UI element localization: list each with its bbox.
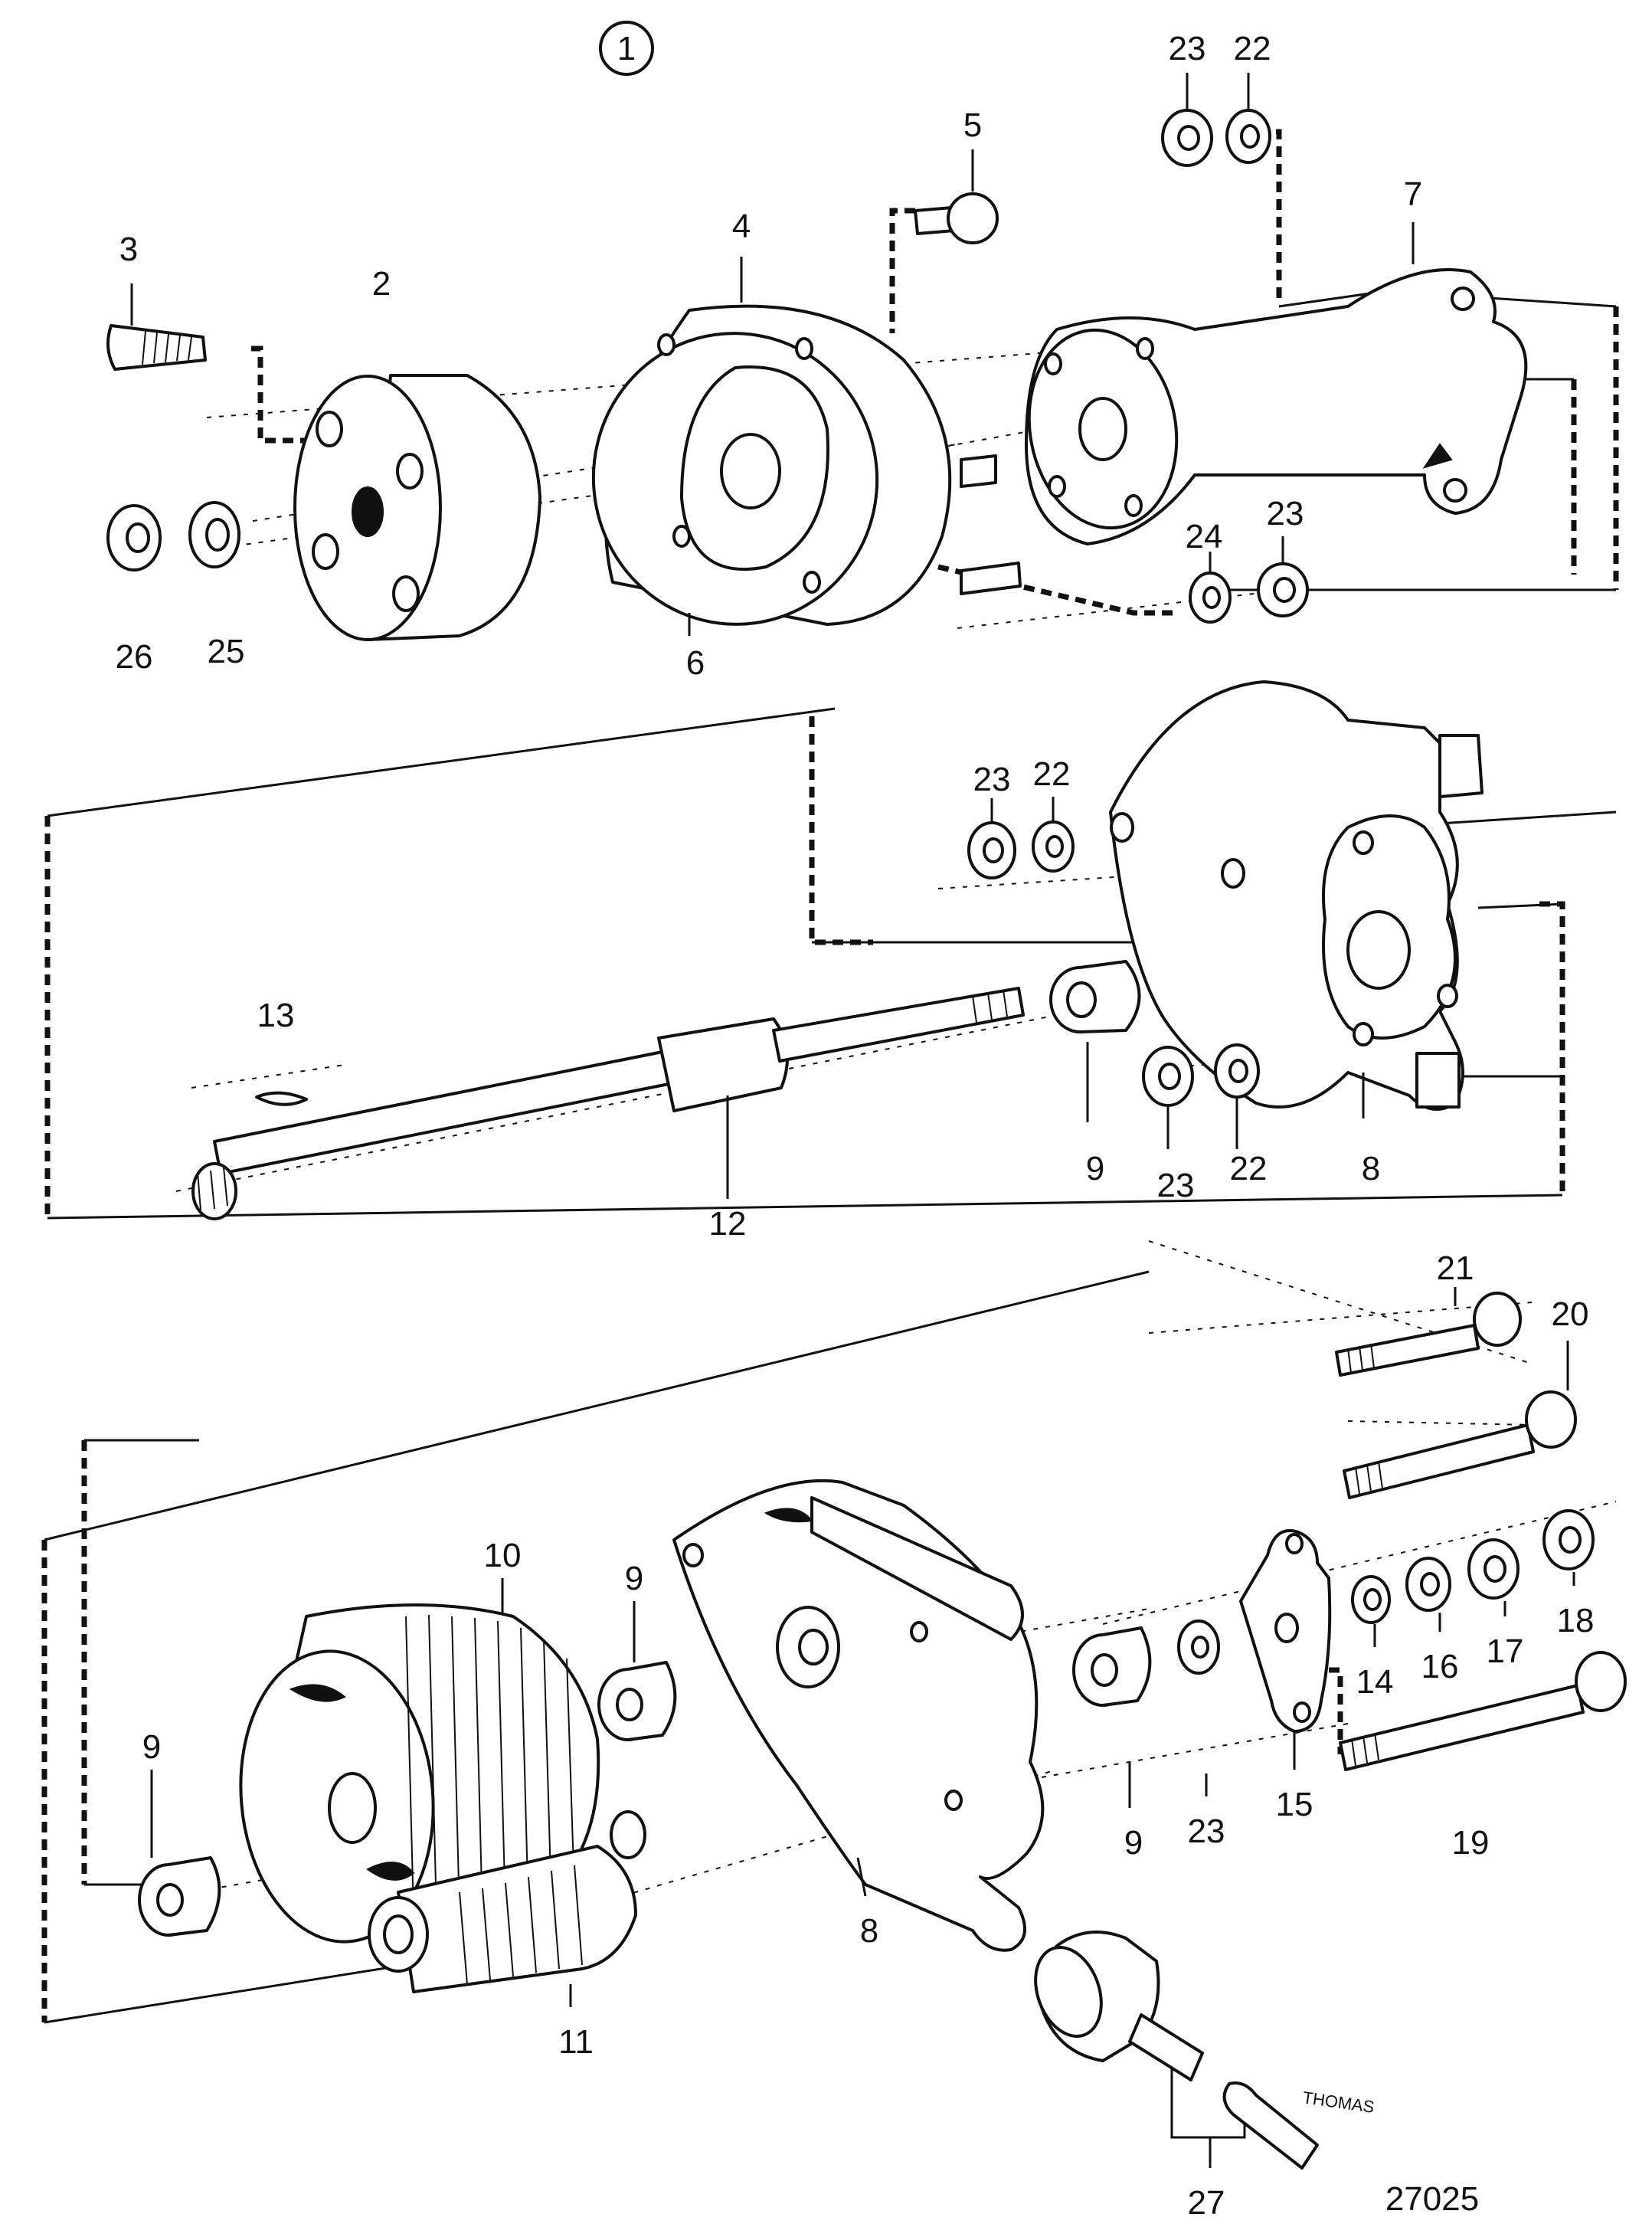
label-part-24: 24	[1186, 518, 1223, 555]
label-part-9-gear: 9	[625, 1560, 643, 1597]
part-9-bushing-lower-right	[1072, 1626, 1152, 1808]
label-part-23-upper: 23	[973, 761, 1011, 798]
part-2-plate	[293, 374, 541, 641]
label-part-4: 4	[732, 208, 751, 245]
label-part-5: 5	[963, 106, 982, 144]
label-part-23-lower-mid: 23	[1157, 1167, 1195, 1204]
label-part-9-upper: 9	[1086, 1150, 1104, 1187]
part-27-coupling	[1034, 1931, 1319, 2170]
part-9-bushing-lower-mid	[597, 1601, 677, 1741]
label-part-12: 12	[709, 1205, 747, 1243]
part-23-nut-top	[1161, 73, 1213, 167]
label-part-13: 13	[257, 997, 295, 1034]
part-23-nut-mid-lower	[1142, 1046, 1194, 1149]
part-19-bolt	[1339, 1651, 1627, 1771]
part-17-nut	[1467, 1538, 1520, 1616]
label-part-21: 21	[1437, 1249, 1474, 1287]
part-23-nut-mid	[1257, 536, 1309, 617]
part-20-bolt	[1343, 1341, 1577, 1499]
label-part-18: 18	[1557, 1602, 1595, 1639]
part-23-nut-mid-upper	[967, 798, 1016, 879]
label-part-22-top: 22	[1234, 30, 1271, 67]
part-15-cover-plate	[1239, 1529, 1332, 1770]
stamp-text: THOMAS	[1301, 2088, 1376, 2117]
part-8-housing-lower	[672, 1479, 1045, 1952]
part-12-shaft	[191, 987, 1025, 1220]
label-part-14: 14	[1356, 1663, 1394, 1701]
label-part-6: 6	[686, 644, 705, 682]
part-22-lockwasher-top	[1225, 73, 1271, 164]
part-13-key	[255, 1091, 308, 1106]
part-24-washer	[1189, 552, 1232, 624]
part-16-washer	[1405, 1557, 1451, 1632]
part-4-flange	[591, 257, 1022, 636]
label-part-23-mid: 23	[1267, 495, 1304, 532]
label-part-2: 2	[372, 265, 391, 303]
label-part-26: 26	[116, 638, 153, 676]
label-part-8-lower: 8	[860, 1912, 878, 1950]
label-part-9-right: 9	[1124, 1824, 1143, 1862]
part-10-gear	[239, 1578, 600, 1944]
drawing-number: 27025	[1385, 2180, 1479, 2218]
group-number: 1	[617, 30, 636, 67]
part-23-washer-lower	[1177, 1619, 1220, 1796]
label-part-10: 10	[484, 1537, 522, 1574]
group-number-badge: 1	[599, 21, 654, 76]
label-part-22-lower-mid: 22	[1230, 1150, 1268, 1187]
part-3-screw	[106, 283, 207, 371]
label-part-17: 17	[1487, 1633, 1524, 1670]
label-part-16: 16	[1421, 1648, 1459, 1685]
label-part-23-top: 23	[1169, 30, 1206, 67]
part-8-housing-upper	[1109, 680, 1484, 1118]
label-part-11: 11	[558, 2023, 594, 2061]
label-part-3: 3	[119, 231, 138, 268]
label-part-27: 27	[1188, 2184, 1225, 2222]
label-part-25: 25	[208, 633, 245, 670]
part-7-bracket	[1025, 222, 1528, 545]
part-11-pinion	[368, 1810, 646, 2007]
part-14-washer	[1351, 1575, 1391, 1647]
label-part-9-left: 9	[142, 1728, 161, 1766]
label-part-19: 19	[1452, 1824, 1490, 1862]
part-9-bushing-lower-left	[138, 1770, 221, 1937]
part-21-bolt	[1335, 1287, 1522, 1377]
part-18-nut	[1542, 1509, 1595, 1586]
label-part-22-upper: 22	[1033, 755, 1071, 793]
label-part-15: 15	[1276, 1786, 1313, 1823]
label-part-20: 20	[1552, 1295, 1589, 1333]
part-9-bushing-upper	[1049, 960, 1141, 1122]
part-22-lockwasher-mid-lower	[1214, 1043, 1260, 1149]
label-part-8-upper: 8	[1362, 1150, 1380, 1187]
part-labels: 2 3 4 5 6 7 23 22 24 23 26 25 23 22 13 1…	[116, 30, 1595, 2222]
label-part-7: 7	[1404, 175, 1422, 213]
label-part-23-lower: 23	[1188, 1813, 1225, 1850]
part-26-nut	[106, 504, 162, 571]
part-25-washer	[188, 501, 240, 568]
part-5-screw	[914, 149, 999, 244]
part-22-lockwasher-mid-upper	[1032, 797, 1075, 873]
